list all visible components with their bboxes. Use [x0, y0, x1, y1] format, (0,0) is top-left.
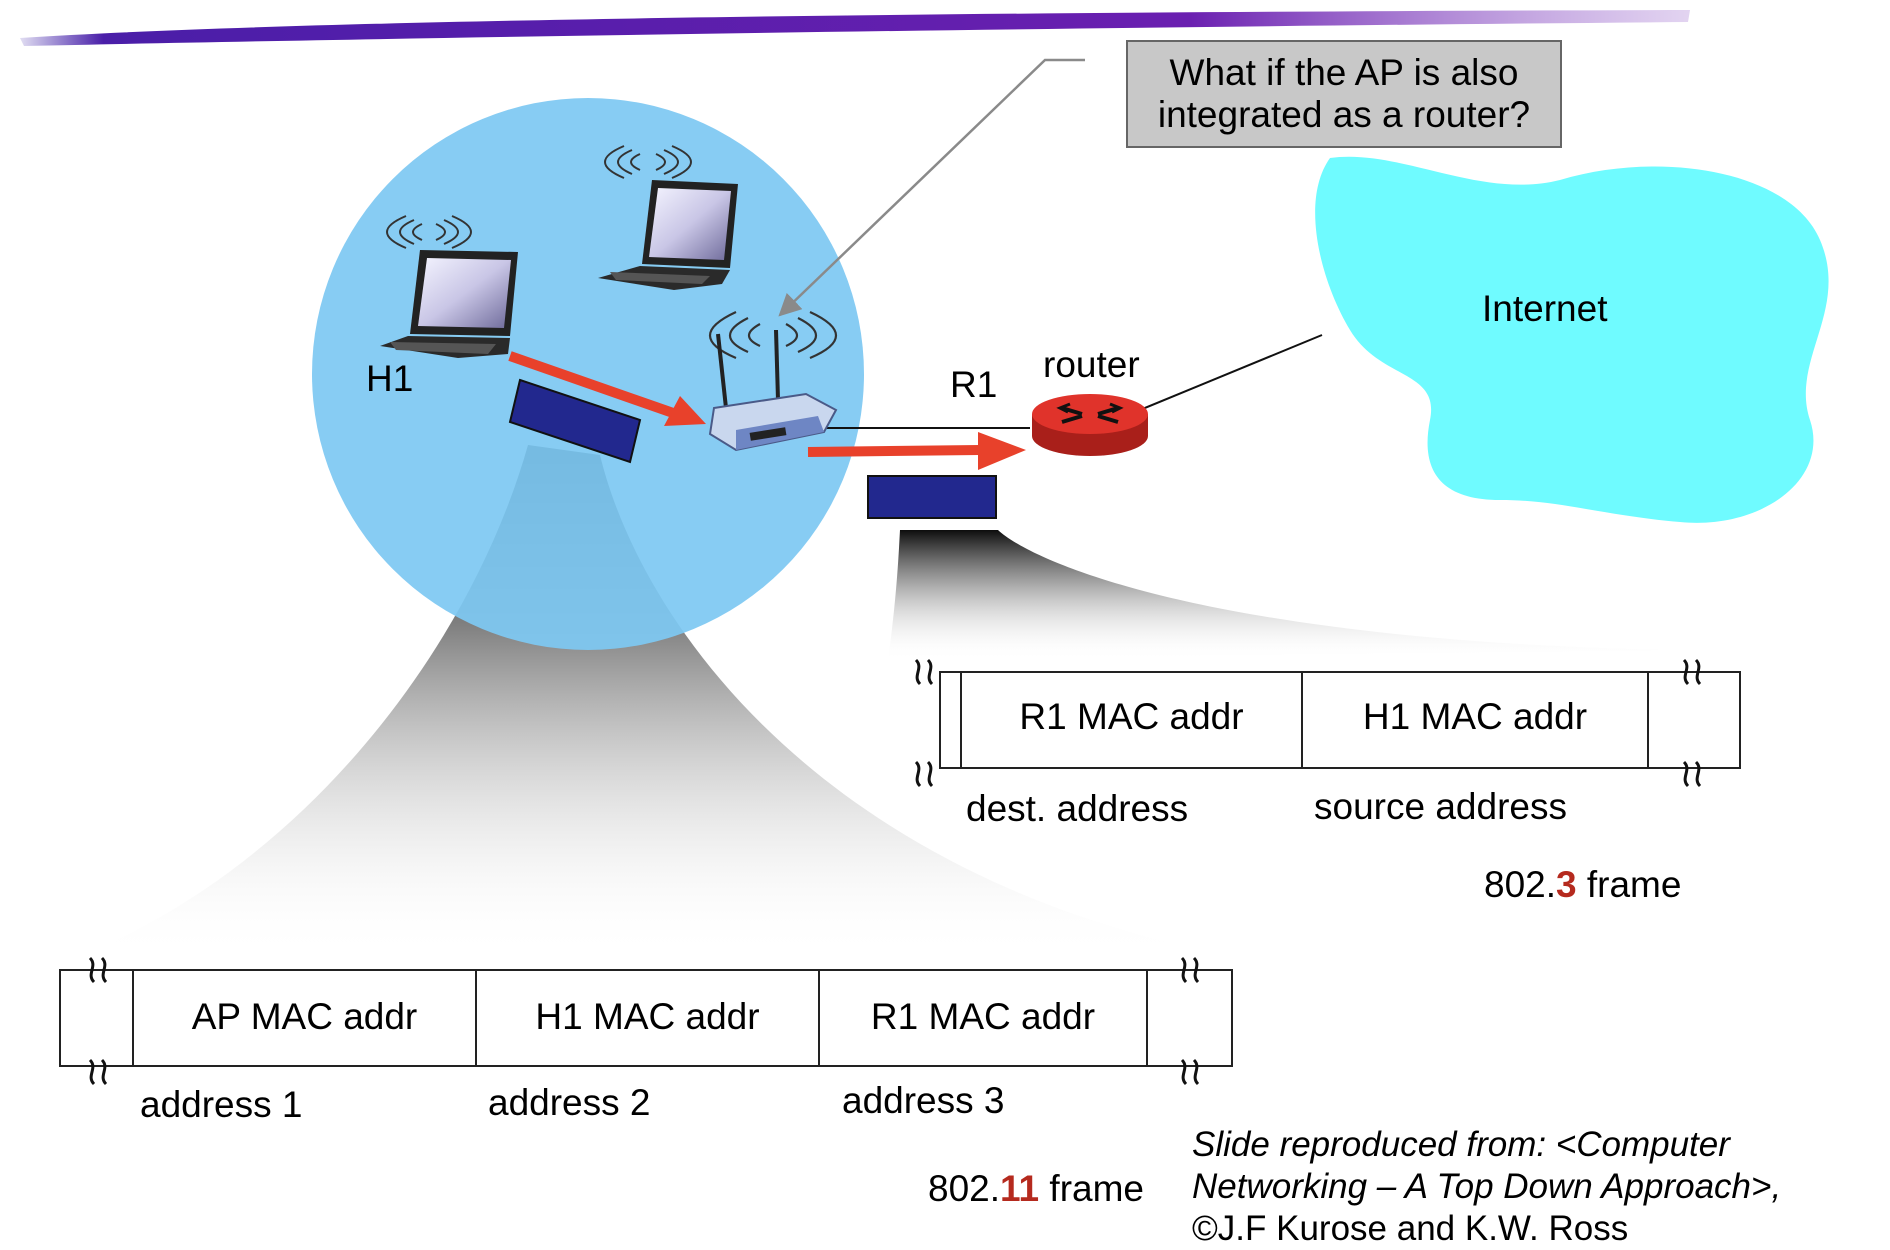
title-bar [20, 10, 1690, 46]
frame-8023 [939, 671, 1741, 769]
internet-cloud-icon [1315, 156, 1829, 523]
router-label: router [1043, 344, 1140, 385]
callout-box: What if the AP is also integrated as a r… [1126, 40, 1562, 148]
laptop-icon [380, 250, 518, 358]
squiggle-break-icon [914, 658, 1702, 788]
address-2-label: address 2 [488, 1082, 651, 1123]
caption-suffix: frame [1576, 864, 1682, 905]
slide-credit: Slide reproduced from: <Computer Network… [1192, 1124, 1781, 1250]
frame-80211-block [508, 378, 642, 464]
wireless-signal-icon [708, 311, 838, 360]
router-icon [1032, 394, 1148, 456]
frame-80211 [59, 969, 1233, 1067]
zoom-funnel-80211 [75, 445, 1240, 958]
caption-prefix: 802. [928, 1168, 1001, 1209]
frame-8023-field-source: H1 MAC addr [1362, 696, 1588, 737]
frame-8023-field-dest: R1 MAC addr [1019, 696, 1244, 737]
frame-8023-caption: 802.3 frame [1484, 866, 1681, 903]
frame-80211-caption: 802.11 frame [928, 1170, 1144, 1207]
callout-leader-line [778, 58, 1085, 317]
caption-suffix: frame [1039, 1168, 1144, 1209]
frame-80211-field-1: AP MAC addr [191, 996, 418, 1037]
wireless-signal-icon [604, 145, 692, 179]
ap-to-router-arrow [807, 432, 1026, 470]
dest-address-label: dest. address [966, 788, 1189, 829]
callout-line-1: What if the AP is also [1169, 52, 1519, 93]
access-point-icon [708, 329, 838, 452]
credit-line-1: Slide reproduced from: <Computer [1192, 1125, 1730, 1164]
internet-label: Internet [1482, 288, 1608, 329]
h1-to-ap-arrow [508, 351, 706, 426]
caption-prefix: 802. [1484, 864, 1557, 905]
address-1-label: address 1 [140, 1084, 303, 1125]
laptop-icon [598, 180, 738, 290]
h1-label: H1 [366, 358, 414, 399]
frame-8023-block [867, 475, 997, 519]
credit-line-3: ©J.F Kurose and K.W. Ross [1192, 1209, 1629, 1248]
credit-line-2: Networking – A Top Down Approach>, [1192, 1167, 1782, 1206]
callout-line-2: integrated as a router? [1157, 94, 1531, 135]
r1-label: R1 [950, 364, 998, 405]
zoom-funnel-8023 [888, 530, 1668, 660]
source-address-label: source address [1314, 786, 1567, 827]
caption-number: 11 [1000, 1168, 1040, 1209]
wireless-signal-icon [386, 215, 472, 249]
squiggle-break-icon [88, 956, 1200, 1086]
frame-80211-field-2: H1 MAC addr [535, 996, 760, 1037]
caption-number: 3 [1556, 864, 1577, 905]
frame-80211-field-3: R1 MAC addr [870, 996, 1096, 1037]
address-3-label: address 3 [842, 1080, 1005, 1121]
router-internet-link [1139, 334, 1323, 411]
